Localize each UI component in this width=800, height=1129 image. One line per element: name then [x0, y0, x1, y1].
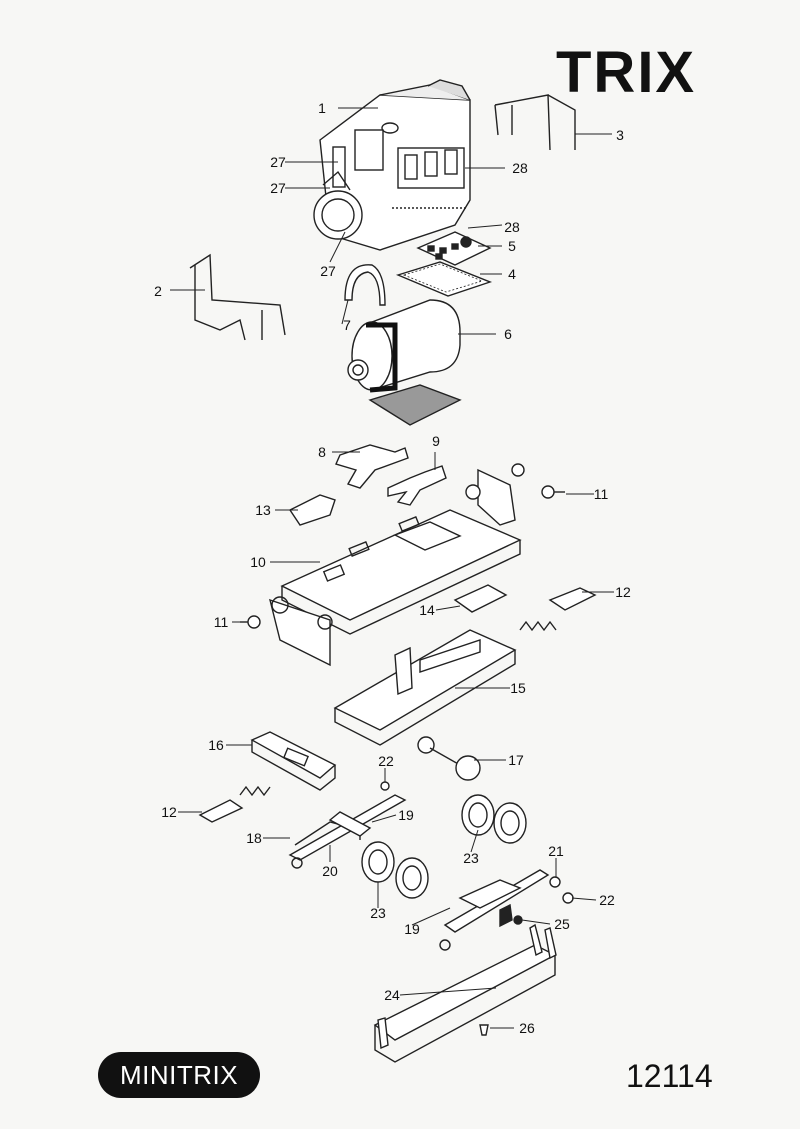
callout-11b: 11 — [214, 614, 229, 630]
part-3-handrail — [494, 94, 576, 151]
callout-5: 5 — [508, 238, 516, 254]
part-1-loco-body — [313, 79, 471, 251]
part-14-slider — [453, 584, 508, 613]
part-9-contact-plate — [387, 465, 447, 506]
callout-14: 14 — [419, 602, 435, 618]
minitrix-badge: MINITRIX — [98, 1052, 260, 1098]
callout-12a: 12 — [615, 584, 631, 600]
part-8-contact-plate — [335, 444, 409, 489]
part-6-motor — [347, 299, 461, 393]
part-24-bottom-plate — [373, 923, 557, 1063]
part-5-electronics — [416, 231, 492, 266]
callout-27c: 27 — [320, 263, 336, 279]
part-2-handrail — [189, 253, 286, 341]
callout-9: 9 — [432, 433, 440, 449]
callout-1: 1 — [318, 100, 326, 116]
callout-10: 10 — [250, 554, 266, 570]
callout-labels: 1 2 3 4 5 6 7 8 9 10 11 11 12 12 13 14 1… — [154, 100, 631, 1036]
callout-3: 3 — [616, 127, 624, 143]
callout-27a: 27 — [270, 154, 286, 170]
callout-12b: 12 — [161, 804, 177, 820]
callout-18: 18 — [246, 830, 262, 846]
callout-17: 17 — [508, 752, 524, 768]
callout-20: 20 — [322, 863, 338, 879]
callout-22b: 22 — [599, 892, 615, 908]
part-21-22-pins — [380, 781, 574, 904]
callout-8: 8 — [318, 444, 326, 460]
callout-25: 25 — [554, 916, 570, 932]
callout-7: 7 — [343, 317, 351, 333]
part-13-slider — [288, 494, 336, 526]
part-15-lower-frame — [333, 629, 517, 746]
callout-26: 26 — [519, 1020, 535, 1036]
callout-28b: 28 — [504, 219, 520, 235]
part-17-axle — [417, 736, 481, 781]
part-16-buffer-beam — [250, 731, 337, 791]
part-10-chassis — [269, 468, 522, 667]
part-23-wheelsets — [361, 794, 527, 899]
article-number: 12114 — [626, 1058, 713, 1094]
brand-logo: TRIX — [556, 40, 697, 105]
callout-23b: 23 — [370, 905, 386, 921]
part-4-circuit-board — [395, 261, 493, 297]
callout-21: 21 — [548, 843, 564, 859]
insulation-plate — [368, 384, 462, 426]
callout-4: 4 — [508, 266, 516, 282]
callout-22a: 22 — [378, 753, 394, 769]
callout-27b: 27 — [270, 180, 286, 196]
callout-13: 13 — [255, 502, 271, 518]
callout-6: 6 — [504, 326, 512, 342]
leader-lines — [170, 107, 614, 1029]
part-25-26-screws — [479, 915, 523, 1036]
callout-16: 16 — [208, 737, 224, 753]
part-12-coupler — [198, 587, 597, 823]
callout-24: 24 — [384, 987, 400, 1003]
callout-23a: 23 — [463, 850, 479, 866]
callout-11a: 11 — [594, 486, 609, 502]
callout-15: 15 — [510, 680, 526, 696]
callout-19a: 19 — [398, 807, 414, 823]
part-7-motor-clip — [344, 264, 386, 306]
callout-19b: 19 — [404, 921, 420, 937]
part-18-20-rods — [288, 794, 550, 951]
callout-2: 2 — [154, 283, 162, 299]
callout-28a: 28 — [512, 160, 528, 176]
